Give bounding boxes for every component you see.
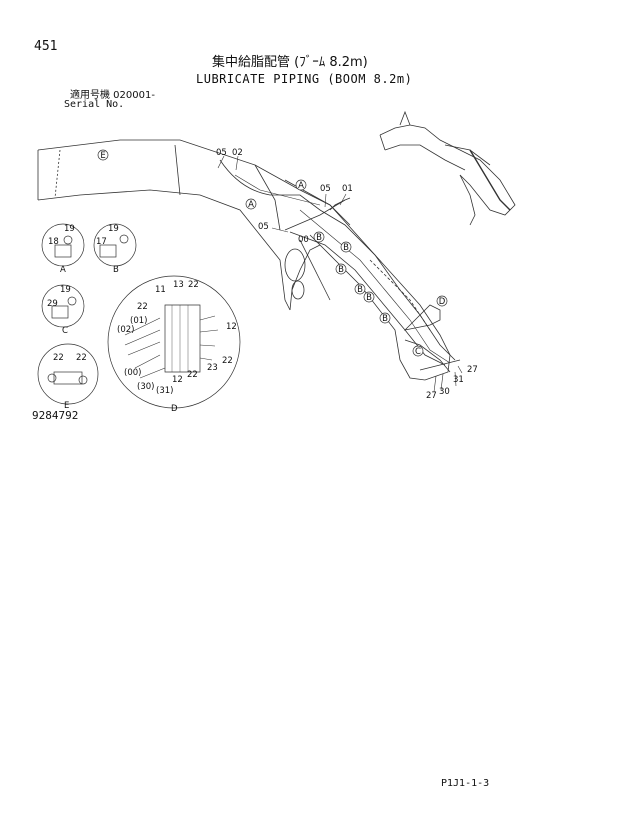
detail-C-label: C [62,326,68,336]
footer-code: P1J1-1-3 [441,778,490,789]
detail-D-part-22: 22 [188,280,199,290]
callout-05: 05 [320,184,331,194]
page-number: 451 [34,39,58,54]
marker-A: A [298,181,304,191]
callout-31: 31 [453,375,464,385]
marker-B: B [338,265,344,275]
marker-B: B [366,293,372,303]
detail-D-part-22: 22 [137,302,148,312]
marker-D: D [439,297,446,307]
detail-C-part-19: 19 [60,285,71,295]
marker-B: B [343,243,349,253]
callout-05: 05 [258,222,269,232]
callout-02: 02 [232,148,243,158]
detail-D-part-13: 13 [173,280,184,290]
detail-E-part-22: 22 [53,353,64,363]
detail-D-part-31: (31) [156,386,173,396]
detail-D-part-11: 11 [155,285,166,295]
drawing-number: 9284792 [32,409,79,422]
detail-B-label: B [113,265,119,275]
detail-D-part-02: (02) [117,325,134,335]
detail-D-part-12: 12 [172,375,183,385]
detail-D-part-01: (01) [130,316,147,326]
callout-01: 01 [342,184,353,194]
detail-view-D: 11 13 22 22 (01) (02) 12 22 23 (00) (30)… [107,275,241,414]
detail-E-part-22: 22 [76,353,87,363]
leader-lines [217,155,463,393]
detail-D-part-22: 22 [187,370,198,380]
detail-D-part-22: 22 [222,356,233,366]
detail-A-part-19: 19 [64,224,75,234]
detail-D-part-30: (30) [137,382,154,392]
detail-D-part-23: 23 [207,363,218,373]
detail-view-A: 19 18 A [41,223,85,275]
marker-B: B [357,285,363,295]
detail-C-part-29: 29 [47,299,58,309]
detail-B-part-17: 17 [96,237,107,247]
detail-D-label: D [171,404,178,414]
callout-30: 30 [439,387,450,397]
detail-D-part-12: 12 [226,322,237,332]
title-japanese: 集中給脂配管 (ﾌﾞｰﾑ 8.2m) [212,55,368,70]
applicability-label: 適用号機 020001- [70,90,155,101]
callout-27: 27 [426,391,437,401]
reference-marker-circles [97,149,448,357]
detail-A-part-18: 18 [48,237,59,247]
detail-B-part-19: 19 [108,224,119,234]
detail-E-label: E [64,401,69,411]
marker-A: A [248,200,254,210]
detail-A-label: A [60,265,66,275]
marker-B: B [316,233,322,243]
callout-00: 00 [298,235,309,245]
title-english: LUBRICATE PIPING (BOOM 8.2m) [196,72,413,86]
detail-view-E: 22 22 E [37,343,99,411]
marker-C: C [415,347,421,357]
callout-05: 05 [216,148,227,158]
callout-27: 27 [467,365,478,375]
marker-B: B [382,314,388,324]
detail-view-C: 19 29 C [41,284,85,336]
serial-label: Serial No. [64,99,125,110]
detail-D-part-00: (00) [124,368,141,378]
detail-view-B: 19 17 B [93,223,137,275]
boom-outline [37,110,516,381]
marker-E: E [100,151,105,161]
